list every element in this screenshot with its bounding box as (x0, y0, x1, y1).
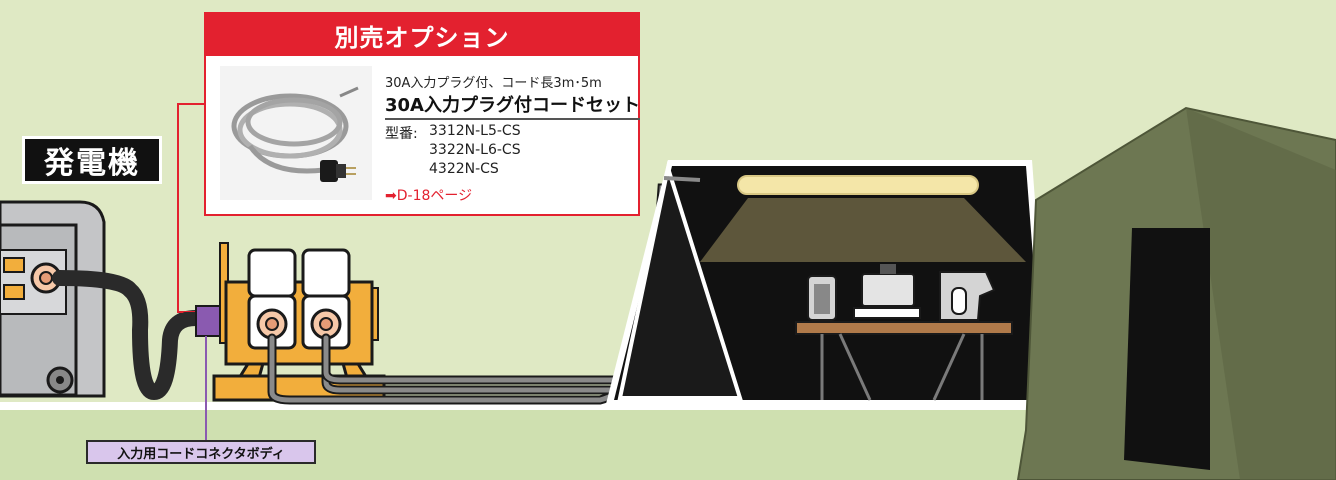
model-number-label: 型番: (385, 126, 418, 142)
cord-set-image (231, 86, 359, 182)
model-number-2: 3322N-L6-CS (429, 142, 521, 158)
option-subtitle: 30A入力プラグ付、コード長3m･5m (385, 76, 602, 91)
cord-set-photo (220, 66, 372, 200)
callout-line-red (177, 103, 204, 313)
connector-body-label: 入力用コードコネクタボディ (86, 440, 316, 464)
ground-line (0, 402, 1336, 410)
page-reference-link[interactable]: ➡D-18ページ (385, 188, 473, 204)
model-number-1: 3312N-L5-CS (429, 123, 521, 139)
ceiling-light-icon (737, 175, 979, 195)
light-glow (700, 198, 1026, 262)
tent-door (1124, 228, 1210, 470)
option-product-name: 30A入力プラグ付コードセット (385, 91, 640, 120)
generator-cable (52, 270, 204, 401)
option-box-title: 別売オプション (206, 14, 638, 56)
model-number-3: 4322N-CS (429, 161, 499, 177)
generator-icon (0, 200, 106, 398)
generator-label: 発電機 (22, 136, 162, 184)
table-icon (795, 321, 1013, 401)
tent-icon (1016, 106, 1336, 480)
appliance-icons (807, 264, 996, 321)
